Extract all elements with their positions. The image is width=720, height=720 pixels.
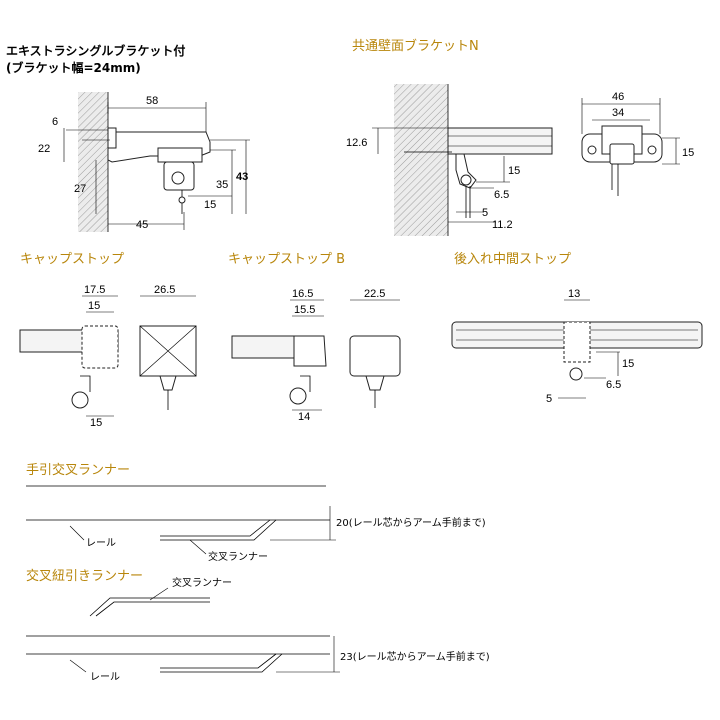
bracket-n-section: 共通壁面ブラケットN 12.6 15 6.5 5 11.2 46 34	[346, 38, 694, 236]
bracket-n-screw-left	[587, 145, 597, 155]
extra-bracket-section: エキストラシングルブラケット付 (ブラケット幅=24mm) 58 6 22 27…	[6, 43, 250, 232]
extra-bracket-dim-6: 6	[52, 116, 58, 128]
extra-bracket-dim-43: 43	[236, 171, 248, 183]
hand-runner-dim-note: 20(レール芯からアーム手前まで)	[336, 516, 486, 529]
cap-stop-b-cap	[293, 335, 327, 367]
cap-stop-b-runner	[289, 387, 307, 405]
bracket-n-dim-34: 34	[612, 107, 624, 119]
mid-stop-dim-6-5: 6.5	[606, 379, 621, 391]
extra-bracket-dim-22: 22	[38, 143, 50, 155]
cap-stop-b-section: キャップストップ B 16.5 15.5 14 22.5	[228, 252, 401, 423]
cap-stop-title: キャップストップ	[20, 252, 124, 267]
extra-bracket-wall	[78, 92, 108, 232]
mid-stop-runner	[569, 367, 583, 381]
bracket-n-dim-46: 46	[612, 91, 624, 103]
hand-runner-rail-label: レール	[86, 538, 116, 549]
cap-stop-b-front	[349, 335, 401, 377]
cap-stop-runner	[71, 391, 89, 409]
extra-bracket-dim-58: 58	[146, 95, 158, 107]
cord-runner-rail-label: レール	[90, 672, 120, 683]
cord-runner-runner-label: 交叉ランナー	[172, 576, 232, 589]
cord-runner-lower-arm	[160, 653, 277, 669]
hand-runner-section: 手引交叉ランナー 20(レール芯からアーム手前まで) レール 交叉ランナー	[26, 462, 486, 563]
bracket-n-screw-right	[647, 145, 657, 155]
cord-runner-upper-arm	[89, 597, 210, 617]
mid-stop-section: 後入れ中間ストップ 13 15 6.5 5	[451, 252, 703, 405]
bracket-n-wall	[394, 84, 448, 236]
bracket-n-rail	[447, 127, 553, 155]
extra-bracket-runner-wheel	[171, 171, 185, 185]
extra-bracket-plate	[107, 127, 117, 149]
cap-stop-b-title: キャップストップ B	[228, 252, 345, 267]
hand-runner-runner-label: 交叉ランナー	[208, 550, 268, 563]
cord-runner-section: 交叉紐引きランナー 交叉ランナー 23(レール芯からアーム手前まで) レール	[26, 568, 490, 683]
hand-runner-title: 手引交叉ランナー	[26, 462, 130, 478]
bracket-n-front-view: 46 34 15	[581, 91, 694, 196]
cap-stop-b-dim-16-5: 16.5	[292, 288, 313, 300]
bracket-n-dim-12-6: 12.6	[346, 137, 367, 149]
cap-stop-b-dim-15-5: 15.5	[294, 304, 315, 316]
extra-bracket-title-1: エキストラシングルブラケット付	[6, 43, 185, 58]
cap-stop-section: キャップストップ 17.5 15 15 26.5	[19, 252, 197, 429]
extra-bracket-title-2: (ブラケット幅=24mm)	[6, 60, 141, 75]
bracket-n-dim-5: 5	[482, 207, 488, 219]
extra-bracket-dim-35: 35	[216, 179, 228, 191]
cap-stop-dim-15a: 15	[88, 300, 100, 312]
bracket-n-dim-15: 15	[508, 165, 520, 177]
bracket-n-title: 共通壁面ブラケットN	[352, 38, 479, 54]
extra-bracket-dim-45: 45	[136, 219, 148, 231]
mid-stop-body	[563, 321, 591, 363]
mid-stop-dim-13: 13	[568, 288, 580, 300]
cap-stop-cap	[81, 325, 119, 369]
cap-stop-dim-26-5: 26.5	[154, 284, 175, 296]
cap-stop-b-dim-22-5: 22.5	[364, 288, 385, 300]
bracket-n-dim-11-2: 11.2	[492, 219, 513, 231]
cord-runner-title: 交叉紐引きランナー	[26, 568, 143, 584]
mid-stop-dim-15: 15	[622, 358, 634, 370]
hand-runner-arm	[160, 519, 271, 537]
extra-bracket-dim-15: 15	[204, 199, 216, 211]
cap-stop-dim-17-5: 17.5	[84, 284, 105, 296]
bracket-n-dim-15b: 15	[682, 147, 694, 159]
mid-stop-dim-5: 5	[546, 393, 552, 405]
cord-runner-dim-note: 23(レール芯からアーム手前まで)	[340, 650, 490, 663]
bracket-n-dim-6-5: 6.5	[494, 189, 509, 201]
extra-bracket-rail	[157, 147, 203, 163]
cap-stop-dim-15b: 15	[90, 417, 102, 429]
cap-stop-b-dim-14: 14	[298, 411, 310, 423]
mid-stop-title: 後入れ中間ストップ	[454, 252, 571, 267]
extra-bracket-dim-27: 27	[74, 183, 86, 195]
